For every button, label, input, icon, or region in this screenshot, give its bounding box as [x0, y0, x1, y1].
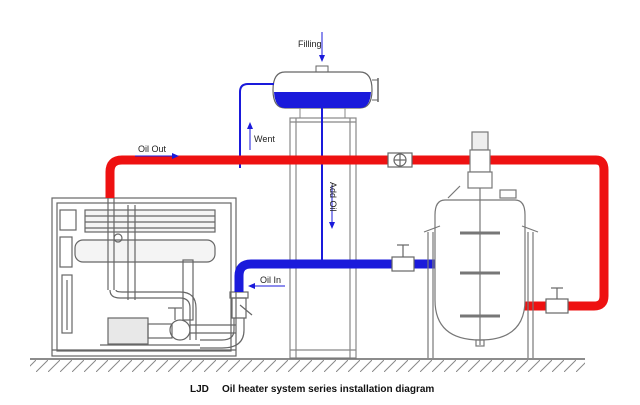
valve-return-line — [391, 244, 415, 272]
ground — [30, 358, 585, 372]
cold-oil-pipe — [234, 259, 438, 292]
oil-in-arrow — [248, 283, 285, 289]
oil-out-label: Oil Out — [138, 144, 167, 154]
valve-hot-line — [387, 152, 413, 168]
caption-model: LJD — [190, 384, 209, 395]
went-label: Went — [254, 134, 275, 144]
oil-in-label: Oil In — [260, 275, 281, 285]
y-strainer — [200, 291, 253, 349]
oil-out-arrow — [135, 153, 179, 159]
reactor-vessel — [423, 131, 539, 358]
vent-pipe — [239, 83, 274, 168]
add-oil-pipe — [321, 108, 335, 268]
filling-arrow — [319, 32, 325, 62]
caption-text: Oil heater system series installation di… — [222, 384, 434, 395]
oil-heater-unit — [51, 197, 237, 357]
valve-reactor-outlet — [545, 287, 569, 314]
add-oil-label: Add Oil — [328, 182, 338, 212]
filling-label: Filling — [298, 39, 322, 49]
expansion-tank — [272, 65, 379, 118]
